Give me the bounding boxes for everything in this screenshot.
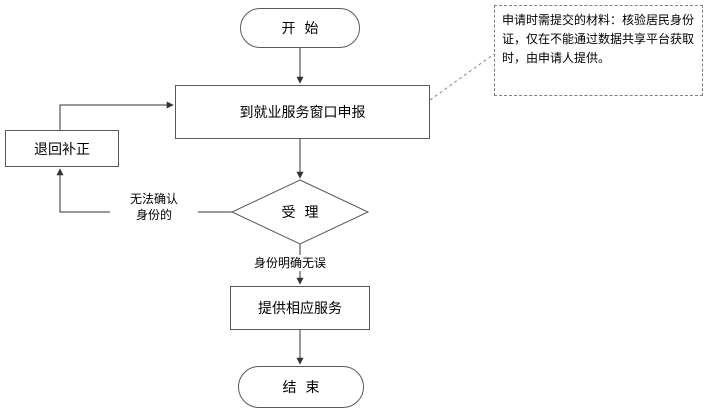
start-label: 开始 [281,20,328,36]
provide-service-label: 提供相应服务 [258,300,342,316]
report-node: 到就业服务窗口申报 [175,85,430,139]
start-node: 开始 [240,8,360,48]
materials-note-text: 申请时需提交的材料：核验居民身份证，仅在不能通过数据共享平台获取时，由申请人提供… [502,13,695,65]
report-label: 到就业服务窗口申报 [239,104,366,120]
return-correction-node: 退回补正 [5,130,119,167]
edge-label-identity-confirmed: 身份明确无误 [252,255,329,271]
materials-note-box: 申请时需提交的材料：核验居民身份证，仅在不能通过数据共享平台获取时，由申请人提供… [494,5,703,96]
end-node: 结束 [238,366,364,408]
return-correction-label: 退回补正 [34,140,90,157]
accept-label: 受理 [281,204,328,220]
end-label: 结束 [282,379,329,395]
note-connector-dotted [429,53,495,101]
accept-diamond-shape [230,179,370,245]
edge-label-cannot-confirm-identity: 无法确认 身份的 [110,191,198,223]
edge-return-to-report [59,101,174,130]
provide-service-node: 提供相应服务 [230,286,370,330]
accept-decision-node: 受理 [260,198,340,226]
